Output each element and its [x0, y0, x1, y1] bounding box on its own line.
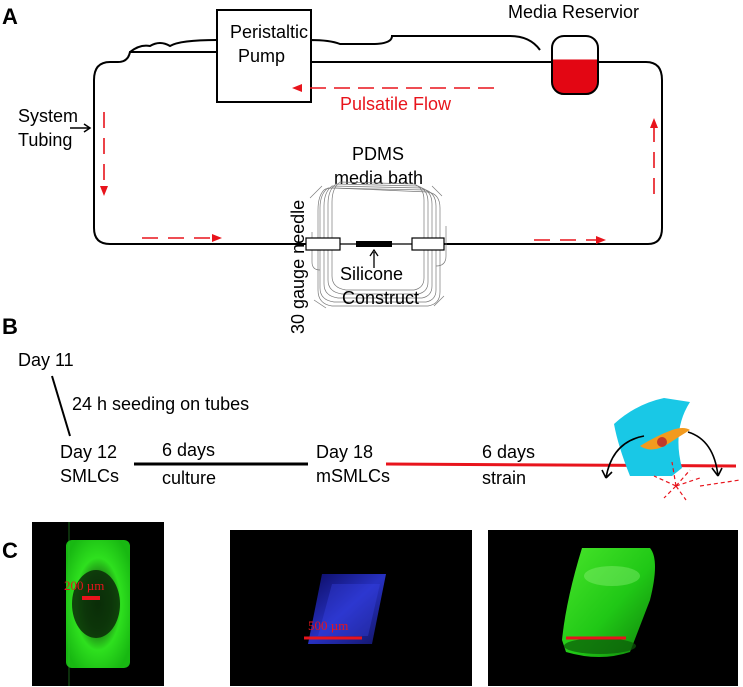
system-tubing-loop — [93, 35, 663, 245]
bath-label-line2: media bath — [334, 168, 423, 188]
construct-label-line2: Construct — [342, 288, 419, 308]
day18-label: Day 18 — [316, 442, 373, 462]
scale-bar-1-label: 200 µm — [64, 578, 104, 593]
smlcs-label: SMLCs — [60, 466, 119, 486]
strain-illustration — [601, 398, 741, 501]
panel-c-letter: C — [2, 538, 18, 563]
scale-bar-2-label: 500 µm — [308, 618, 348, 633]
system-tubing-arrow — [70, 123, 92, 133]
strain-label: strain — [482, 468, 526, 488]
pulsatile-flow-label: Pulsatile Flow — [340, 94, 452, 114]
culture-label: culture — [162, 468, 216, 488]
pump-label-line1: Peristaltic — [230, 22, 308, 42]
bath-label-line1: PDMS — [352, 144, 404, 164]
msmlcs-label: mSMLCs — [316, 466, 390, 486]
pump-label-line2: Pump — [238, 46, 285, 66]
needle-construct — [305, 237, 445, 268]
culture-days-label: 6 days — [162, 440, 215, 460]
micrograph-2: 500 µm — [230, 530, 472, 686]
day12-label: Day 12 — [60, 442, 117, 462]
media-reservoir — [551, 35, 599, 95]
system-tubing-label-line1: System — [18, 106, 78, 126]
pdms-media-bath — [309, 181, 447, 309]
strain-days-label: 6 days — [482, 442, 535, 462]
micrograph-3 — [488, 530, 738, 686]
panel-a-letter: A — [2, 4, 18, 29]
seeding-connector — [51, 375, 71, 437]
panel-b-letter: B — [2, 314, 18, 339]
strain-timeline — [385, 462, 737, 468]
system-tubing-label-line2: Tubing — [18, 130, 72, 150]
tubing-top-left — [129, 39, 218, 53]
needle-label: 30 gauge needle — [288, 200, 308, 334]
seeding-label: 24 h seeding on tubes — [72, 394, 249, 414]
micrograph-1: 200 µm — [32, 522, 164, 686]
day11-label: Day 11 — [18, 350, 74, 370]
pulsatile-flow-arrows — [100, 84, 658, 244]
reservoir-label: Media Reservior — [508, 2, 639, 22]
construct-label-line1: Silicone — [340, 264, 403, 284]
